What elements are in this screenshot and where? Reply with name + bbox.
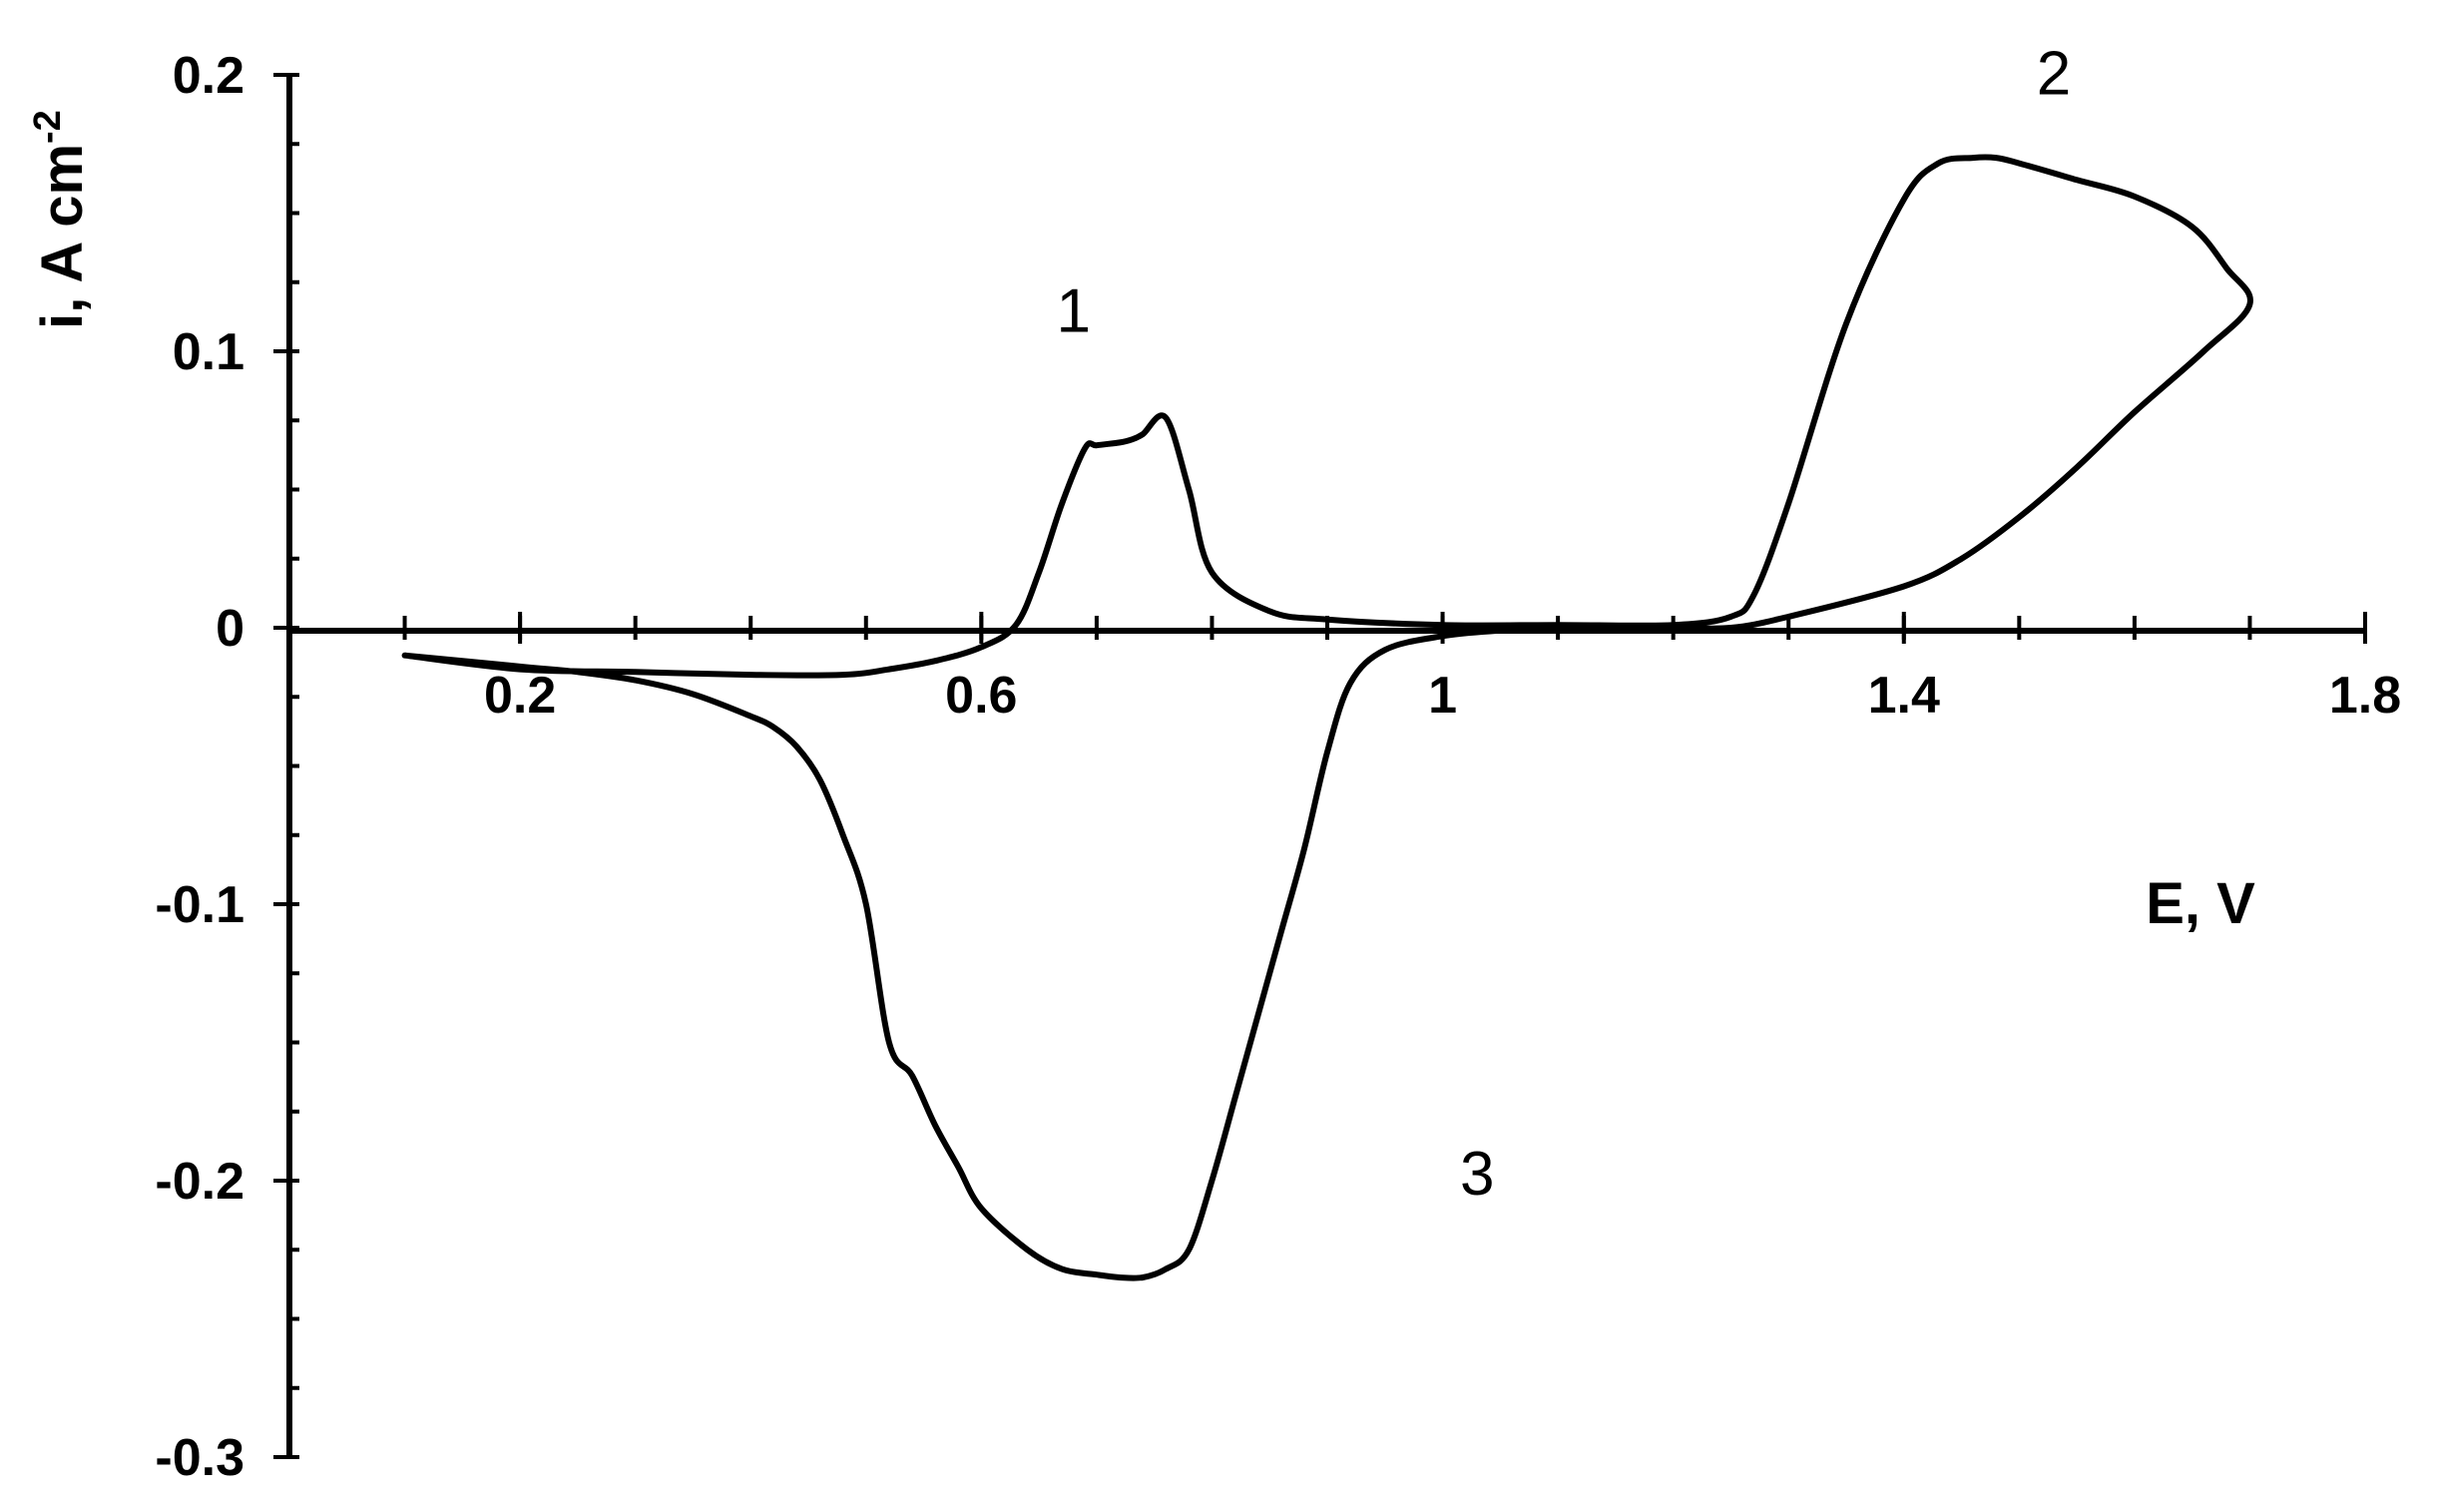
x-tick-label: 1.4 — [1868, 667, 1940, 725]
x-tick-label: 0.2 — [484, 667, 556, 725]
minor-ticks — [289, 73, 2367, 1459]
peak-annotations: 1 2 3 — [1057, 39, 2072, 1208]
y-axis-title-superscript: -2 — [27, 110, 69, 144]
y-tick-label: -0.2 — [155, 1153, 244, 1211]
y-tick-label: -0.1 — [155, 876, 244, 934]
x-axis-title: E, V — [2146, 871, 2255, 936]
x-tick-label: 0.6 — [945, 667, 1017, 725]
y-tick-label: 0.1 — [173, 323, 244, 381]
y-axis-title: i, A cm-2 — [27, 110, 95, 329]
y-axis-title-main: i, A cm — [30, 144, 95, 329]
major-ticks — [273, 73, 2367, 1459]
x-tick-label: 1.8 — [2329, 667, 2401, 725]
peak-label: 3 — [1460, 1140, 1494, 1209]
peak-label: 1 — [1057, 277, 1091, 346]
y-tick-labels: 0.2 0.1 0 -0.1 -0.2 -0.3 — [155, 47, 244, 1487]
x-tick-labels: 0.2 0.6 1 1.4 1.8 — [484, 667, 2401, 725]
y-tick-label: 0 — [216, 600, 244, 658]
voltammogram-curve — [401, 154, 2253, 1281]
y-tick-label: -0.3 — [155, 1429, 244, 1487]
y-tick-label: 0.2 — [173, 47, 244, 105]
x-tick-label: 1 — [1428, 667, 1457, 725]
peak-label: 2 — [2037, 39, 2071, 108]
